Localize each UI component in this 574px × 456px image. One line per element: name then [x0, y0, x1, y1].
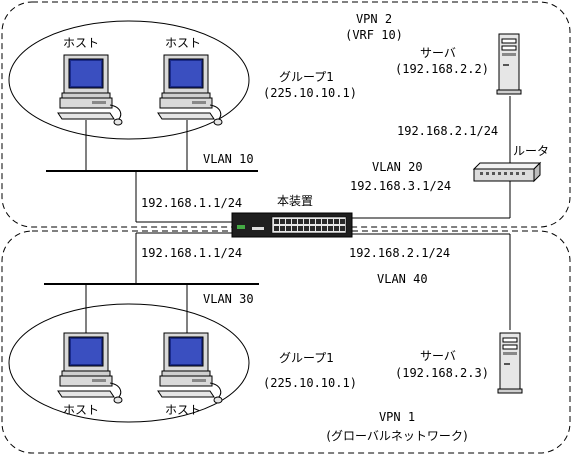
server-top — [496, 33, 522, 95]
device-switch-icon — [231, 212, 353, 238]
host-bottom-left — [57, 332, 123, 404]
vlan30-label: VLAN 30 — [203, 292, 254, 306]
host-top-right — [157, 54, 223, 126]
vlan20-addr: 192.168.3.1/24 — [350, 179, 451, 193]
host-label-bottom-left: ホスト — [63, 403, 99, 417]
vpn1-subtitle: (グローバルネットワーク) — [326, 429, 467, 443]
server-top-addr: (192.168.2.2) — [395, 62, 489, 76]
group-bottom-name: グループ1 — [279, 351, 334, 365]
vpn2-title: VPN 2 — [356, 12, 392, 26]
vlan20-label: VLAN 20 — [372, 160, 423, 174]
group-top-addr: (225.10.10.1) — [263, 86, 357, 100]
group-ellipse-top — [8, 20, 250, 140]
group-ellipse-bottom — [8, 303, 250, 423]
group-top-name: グループ1 — [279, 70, 334, 84]
device-label: 本装置 — [277, 194, 313, 208]
router-icon — [472, 161, 542, 183]
vlan40-label: VLAN 40 — [377, 272, 428, 286]
server-bottom-addr: (192.168.2.3) — [395, 366, 489, 380]
host-label-bottom-right: ホスト — [165, 403, 201, 417]
vlan10-label: VLAN 10 — [203, 152, 254, 166]
ip-top-left: 192.168.1.1/24 — [141, 196, 242, 210]
host-label-top-left: ホスト — [63, 36, 99, 50]
group-bottom-addr: (225.10.10.1) — [263, 376, 357, 390]
server-bottom-label: サーバ — [420, 349, 456, 363]
server-bottom — [497, 332, 523, 394]
host-bottom-right — [157, 332, 223, 404]
router-label: ルータ — [513, 144, 549, 158]
ip-bottom-right: 192.168.2.1/24 — [349, 246, 450, 260]
host-top-left — [57, 54, 123, 126]
vpn1-title: VPN 1 — [379, 410, 415, 424]
server-top-label: サーバ — [420, 46, 456, 60]
vpn2-subtitle: (VRF 10) — [345, 28, 403, 42]
ip-bottom-left: 192.168.1.1/24 — [141, 246, 242, 260]
host-label-top-right: ホスト — [165, 36, 201, 50]
router-iface-ip: 192.168.2.1/24 — [397, 124, 498, 138]
